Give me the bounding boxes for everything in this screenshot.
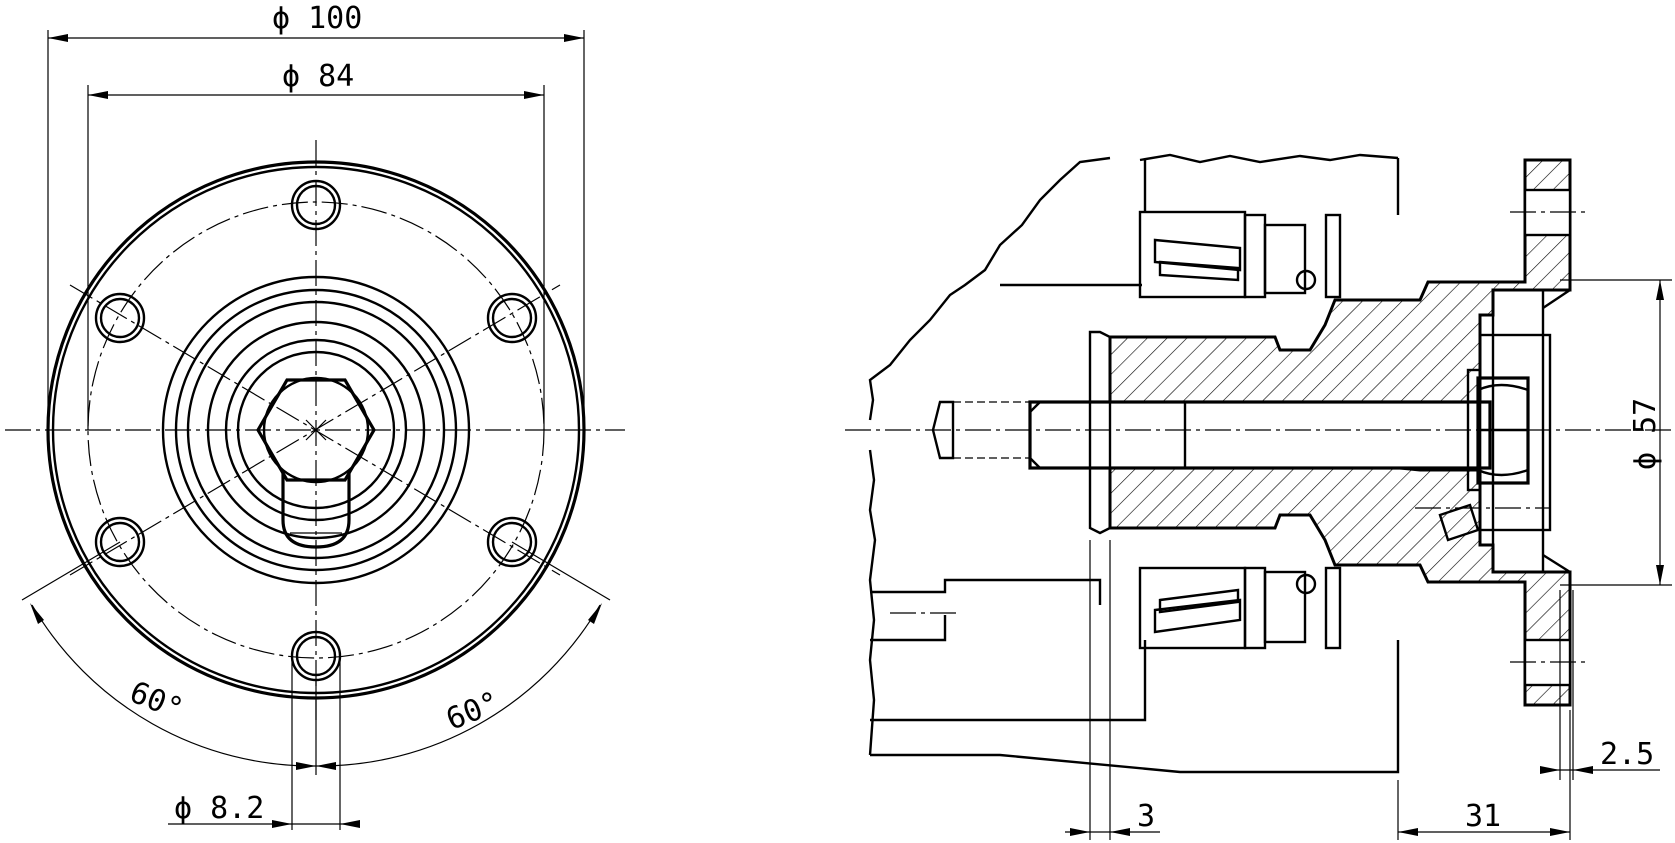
housing-lower-edge xyxy=(870,640,1147,722)
pilot-chamfer-top xyxy=(1542,289,1571,309)
housing-break-line-bottom xyxy=(868,449,877,756)
hub-ring-1 xyxy=(161,275,471,585)
hex-nut xyxy=(256,378,376,482)
diagonal-centerline-2 xyxy=(69,284,561,576)
pilot-chamfer-bottom xyxy=(1542,553,1571,574)
hub-ring-6 xyxy=(236,350,396,510)
dimension-gap: 3 xyxy=(1065,540,1160,840)
bolt-hole-upper-right xyxy=(486,292,538,344)
housing-port-2 xyxy=(870,615,947,642)
housing-break-line-top-2 xyxy=(1139,153,1399,164)
depth-label: 31 xyxy=(1465,799,1501,834)
bolt-circle-label: ϕ 84 xyxy=(282,59,354,94)
bearing-top xyxy=(1138,210,1342,299)
dimension-bolt-circle: ϕ 84 xyxy=(87,59,545,430)
hub-ring-4 xyxy=(206,320,426,540)
hub-ring-5 xyxy=(224,338,408,522)
dimension-outer-diameter: ϕ 100 xyxy=(47,1,585,430)
hub-ring-3 xyxy=(186,300,446,560)
offset-label: 2.5 xyxy=(1600,737,1654,772)
bearing-bottom xyxy=(1138,566,1342,650)
bolt-hole-top xyxy=(290,179,342,231)
front-view: ϕ 100 ϕ 84 ϕ 8.2 xyxy=(5,1,625,830)
angle-left-label: 60° xyxy=(125,675,188,728)
housing-break-line-top xyxy=(868,156,1111,421)
housing-lower-profile xyxy=(870,640,1400,774)
pilot-diameter-label: ϕ 57 xyxy=(1628,398,1663,470)
bolt-end-circle xyxy=(262,376,370,484)
sleeve-left xyxy=(1088,330,1112,535)
key-slot xyxy=(281,470,351,549)
gap-label: 3 xyxy=(1137,799,1155,834)
dimension-angles: 60° 60° xyxy=(21,541,611,775)
hub-ring-2 xyxy=(174,288,458,572)
angle-right-label: 60° xyxy=(441,685,504,738)
bolt-hole-upper-left xyxy=(94,292,146,344)
bolt-hole-lower-right xyxy=(486,516,538,568)
dimension-pilot-diameter: ϕ 57 xyxy=(1560,279,1672,586)
outer-diameter-label: ϕ 100 xyxy=(272,1,362,36)
dimension-offset: 2.5 xyxy=(1540,590,1660,780)
center-mark-2 xyxy=(305,419,327,441)
hole-diameter-label: ϕ 8.2 xyxy=(174,791,264,826)
bolt-hole-lower-left xyxy=(94,516,146,568)
dimension-hole-diameter: ϕ 8.2 xyxy=(168,656,360,830)
shaft-bolt xyxy=(931,400,1492,470)
dimension-depth: 31 xyxy=(1397,710,1571,840)
section-view: ϕ 57 2.5 3 31 xyxy=(845,153,1672,840)
housing-port xyxy=(870,578,1102,605)
